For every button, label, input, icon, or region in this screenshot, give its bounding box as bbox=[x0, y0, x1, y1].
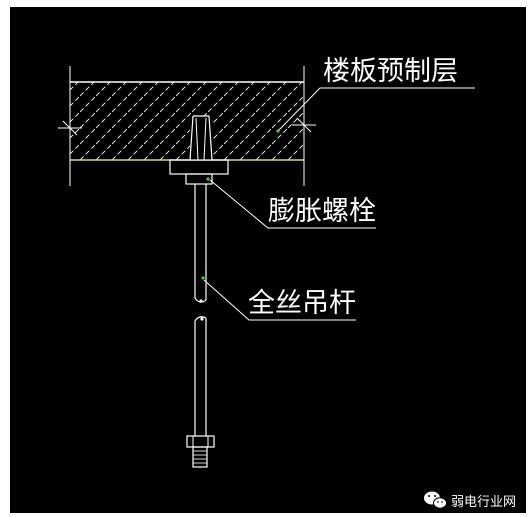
watermark: 弱电行业网 bbox=[424, 491, 516, 510]
bolt-leader bbox=[209, 179, 376, 229]
rod-lower-segment bbox=[194, 316, 207, 436]
leader-lines bbox=[203, 87, 475, 321]
expansion-bolt-label: 膨胀螺栓 bbox=[268, 196, 376, 227]
bolt-plate-nut bbox=[169, 159, 229, 185]
wechat-logo-icon bbox=[424, 491, 447, 509]
rod-bottom-nut bbox=[186, 435, 215, 468]
floor-slab bbox=[58, 66, 316, 186]
watermark-text: 弱电行业网 bbox=[451, 495, 516, 510]
rod-upper-segment bbox=[194, 184, 207, 303]
right-break-mark bbox=[292, 117, 316, 133]
threaded-rod-label: 全丝吊杆 bbox=[248, 288, 356, 319]
slab-leader bbox=[277, 87, 475, 132]
left-break-mark bbox=[58, 120, 82, 136]
floor-slab-label: 楼板预制层 bbox=[323, 56, 458, 87]
rod-leader bbox=[203, 279, 356, 321]
bolt-sleeve bbox=[189, 115, 213, 161]
